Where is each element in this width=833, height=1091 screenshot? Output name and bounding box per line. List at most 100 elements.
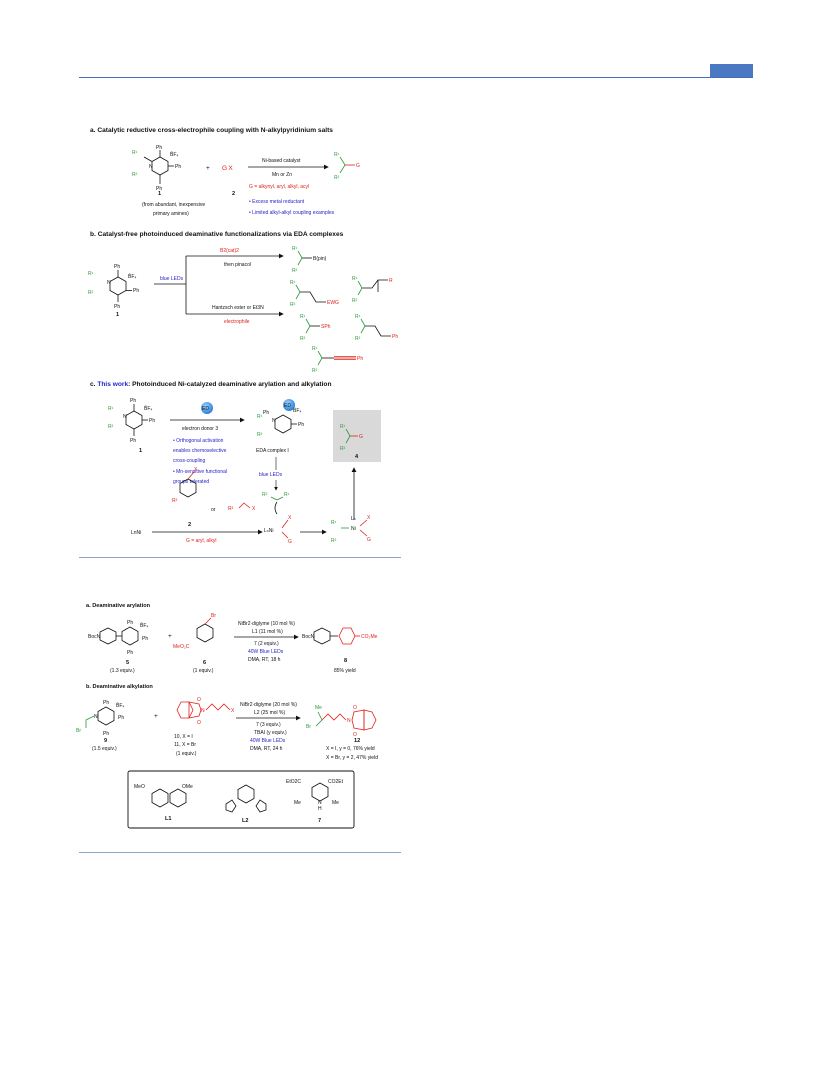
product-bpin: R¹ R² B(pin) (292, 246, 327, 274)
svg-text:R²: R² (312, 368, 318, 374)
svg-text:OMe: OMe (182, 784, 193, 790)
svg-text:G: G (359, 434, 363, 440)
svg-text:R³: R³ (228, 506, 234, 512)
compound-5-label: 5 (126, 660, 129, 666)
cond-2b-3: 7 (3 equiv.) (256, 722, 281, 728)
svg-text:N: N (347, 718, 351, 724)
scheme2-bottom-rule (79, 852, 401, 853)
hantzsch-ester-structure: EtO2C CO2Et Me Me N H (286, 779, 344, 812)
svg-text:N: N (272, 418, 276, 424)
bullet-mn-sensitive-1: • Mn-sensitive functional (173, 469, 227, 475)
svg-text:X: X (231, 708, 235, 714)
svg-text:B̄F₄: B̄F₄ (128, 273, 136, 280)
svg-text:Me: Me (294, 800, 301, 806)
svg-text:Ph: Ph (118, 715, 124, 721)
svg-text:R¹: R¹ (108, 406, 114, 412)
product-4-label: 4 (355, 454, 359, 460)
pyridinium-salt-structure: Ph Ph Ph N B̄F₄ R¹ R² (132, 145, 181, 192)
cond-2a-4: 40W Blue LEDs (248, 649, 284, 655)
scheme1-bottom-rule (79, 557, 401, 558)
g-def-c: G = aryl, alkyl (186, 538, 216, 544)
pyridinium-salt-structure-b: Ph Ph Ph N B̄F₄ R¹ R² (88, 264, 139, 310)
ni-iii-intermediate: Lₙ Ni X G R¹ R² (331, 515, 371, 544)
ed-badge (201, 402, 213, 414)
svg-text:Me: Me (332, 800, 339, 806)
svg-text:R²: R² (355, 336, 361, 342)
svg-text:BocN: BocN (302, 634, 315, 640)
compound-5-equiv: (1.3 equiv.) (110, 668, 135, 674)
product-4-structure: R¹ R² G (340, 424, 363, 452)
svg-text:N: N (107, 280, 111, 286)
compound-2-label: 2 (232, 191, 235, 197)
ed-badge-text: ED (202, 406, 209, 412)
compound-9-label: 9 (104, 738, 107, 744)
scheme2a-label: a. Deaminative arylation (86, 603, 151, 609)
svg-text:R¹: R¹ (257, 414, 263, 420)
svg-text:R¹: R¹ (355, 314, 361, 320)
svg-text:Ph: Ph (133, 288, 139, 294)
svg-text:R²: R² (292, 268, 298, 274)
svg-text:R¹: R¹ (290, 280, 296, 286)
svg-text:R²: R² (257, 432, 263, 438)
svg-text:Ph: Ph (103, 731, 109, 737)
compound-8-label: 8 (344, 658, 347, 664)
hantzsch-ester-label: 7 (318, 818, 321, 824)
bullet-orthogonal-3: cross-coupling (173, 458, 205, 464)
svg-text:X: X (288, 515, 292, 521)
svg-text:R¹: R¹ (132, 150, 138, 156)
svg-text:R²: R² (262, 492, 268, 498)
cond-2b-2: L2 (25 mol %) (254, 710, 285, 716)
svg-text:Ph: Ph (263, 410, 269, 416)
yield-2b-1: X = I, y = 0, 76% yield (326, 746, 375, 752)
scheme1c-label: c. This work: Photoinduced Ni-catalyzed … (90, 381, 331, 388)
bullet-limited-coupling: • Limited alkyl-alkyl coupling examples (249, 210, 335, 216)
compound-10-11-structure: O O N X (176, 697, 235, 726)
svg-text:R²: R² (108, 424, 114, 430)
compound-1-label: 1 (158, 191, 161, 197)
blue-leds-c: blue LEDs (259, 472, 283, 478)
svg-text:EWG: EWG (327, 300, 339, 306)
svg-text:Br: Br (76, 728, 81, 734)
bullet-mn-sensitive-2: groups tolerated (173, 479, 209, 485)
svg-text:R: R (389, 278, 393, 284)
svg-text:ED: ED (284, 403, 291, 409)
svg-text:Ni: Ni (351, 526, 356, 532)
cond-hantzsch: Hantzsch ester or Et3N (212, 305, 264, 311)
blue-leds-label: blue LEDs (160, 276, 184, 282)
bullet-orthogonal-1: • Orthogonal activation (173, 438, 224, 444)
svg-text:Ph: Ph (156, 145, 162, 151)
svg-text:CO₂Me: CO₂Me (361, 634, 378, 640)
product-sph: R¹ R² SPh (300, 314, 331, 342)
svg-text:R²: R² (334, 175, 340, 181)
svg-text:R²: R² (290, 302, 296, 308)
svg-text:O: O (353, 732, 357, 738)
svg-text:Ph: Ph (298, 422, 304, 428)
svg-text:R²: R² (331, 538, 337, 544)
ligand-l1-label: L1 (165, 816, 172, 822)
svg-text:B̄F₄: B̄F₄ (116, 702, 124, 709)
or-label: or (211, 507, 216, 513)
svg-text:B̄F₄: B̄F₄ (170, 151, 178, 158)
compound-12-label: 12 (354, 738, 360, 744)
compound-10-label: 10, X = I (174, 734, 193, 740)
product-alkene-r: R¹ R² R (352, 276, 393, 304)
conditions-top: Ni-based catalyst (262, 158, 301, 164)
eda-complex-label: EDA complex I (256, 448, 289, 454)
svg-text:G: G (367, 537, 371, 543)
svg-text:R¹: R¹ (300, 314, 306, 320)
compound-1c-label: 1 (139, 448, 142, 454)
svg-text:Ph: Ph (114, 264, 120, 270)
plus-sign: + (206, 165, 210, 172)
ligand-l2-label: L2 (242, 818, 249, 824)
svg-text:Me: Me (315, 705, 322, 711)
svg-text:X: X (367, 515, 371, 521)
svg-text:Ph: Ph (130, 438, 136, 444)
compound-9-structure: Ph Ph B̄F₄ Ph N Br (76, 700, 124, 737)
alkyl-halide-structure: R³ X (228, 502, 256, 512)
compound-5-structure: BocN Ph Ph B̄F₄ Ph (88, 620, 148, 656)
svg-text:N: N (123, 414, 127, 420)
svg-text:X: X (252, 506, 256, 512)
pyridinium-salt-structure-c: Ph Ph Ph N B̄F₄ R¹ R² (108, 398, 155, 444)
cond-2b-4: TBAI (y equiv.) (254, 730, 287, 736)
svg-text:BocN: BocN (88, 634, 101, 640)
